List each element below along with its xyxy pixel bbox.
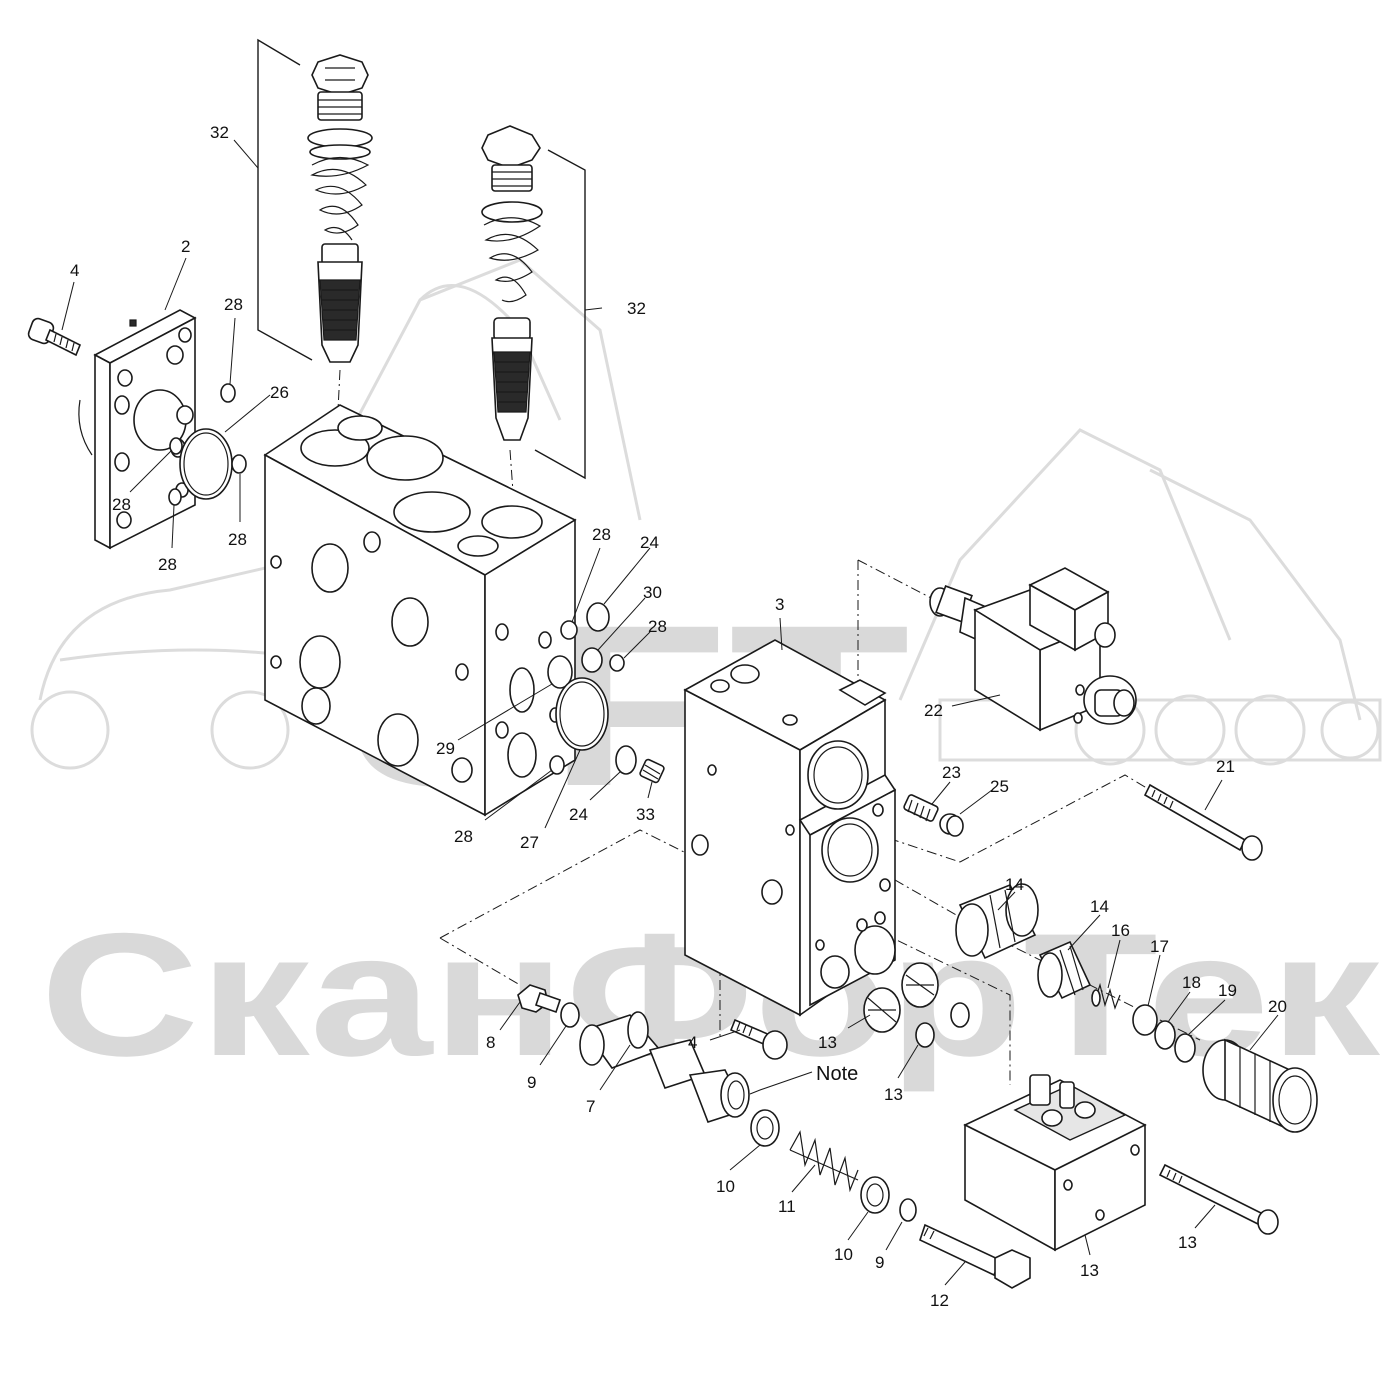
callout-13-a: 13 — [818, 1033, 837, 1052]
part-21-long-bolt — [1143, 783, 1263, 861]
part-4-bolt-upper — [27, 317, 82, 357]
seal-28-b — [231, 454, 247, 474]
bracket-32-right — [534, 149, 586, 480]
callout-28-e: 28 — [592, 525, 611, 544]
callout-4-lower: 4 — [688, 1033, 697, 1052]
callout-28-g: 28 — [454, 827, 473, 846]
part-7-cartridge — [579, 1011, 750, 1123]
seal-28-a — [220, 383, 236, 403]
callout-9-b: 9 — [875, 1253, 884, 1272]
part-18-seal — [1154, 1020, 1176, 1050]
callout-28-c: 28 — [158, 555, 177, 574]
callout-14-a: 14 — [1005, 875, 1024, 894]
dash-line-21 — [959, 774, 1151, 863]
callout-24-a: 24 — [640, 533, 659, 552]
callout-27: 27 — [520, 833, 539, 852]
callout-7: 7 — [586, 1097, 595, 1116]
callout-28-a: 28 — [224, 295, 243, 314]
callout-23: 23 — [942, 763, 961, 782]
callout-32-left: 32 — [210, 123, 229, 142]
part-13-plug-a — [863, 962, 970, 1048]
seal-30 — [581, 647, 603, 673]
part-10-spring-seat-b — [860, 1176, 890, 1214]
part-3-section-body — [683, 639, 897, 1017]
callout-2: 2 — [181, 237, 190, 256]
part-13-connector-box — [963, 1074, 1147, 1252]
callout-17: 17 — [1150, 937, 1169, 956]
main-valve-block — [263, 404, 577, 817]
callout-13-d: 13 — [1178, 1233, 1197, 1252]
oring-26 — [179, 428, 233, 500]
callout-10-a: 10 — [716, 1177, 735, 1196]
callout-26: 26 — [270, 383, 289, 402]
callout-25: 25 — [990, 777, 1009, 796]
callout-labels: 32 32 4 2 28 26 28 28 28 28 24 30 28 29 … — [70, 123, 1287, 1310]
seal-24-a — [586, 602, 610, 632]
part-9-seal-a — [560, 1002, 580, 1028]
callout-18: 18 — [1182, 973, 1201, 992]
callout-33: 33 — [636, 805, 655, 824]
bracket-32-left — [257, 38, 313, 361]
part-2-end-plate — [78, 309, 197, 550]
part-33-plug — [639, 758, 665, 784]
callout-16: 16 — [1111, 921, 1130, 940]
note-label: Note — [816, 1063, 858, 1085]
callout-9-a: 9 — [527, 1073, 536, 1092]
part-16-spring — [1091, 982, 1121, 1010]
callout-11: 11 — [778, 1197, 796, 1216]
part-19-seal — [1174, 1033, 1196, 1063]
callout-4-upper: 4 — [70, 261, 79, 280]
seal-29 — [547, 655, 573, 689]
callout-29: 29 — [436, 739, 455, 758]
callout-28-d: 28 — [228, 530, 247, 549]
part-9-seal-b — [899, 1198, 917, 1222]
part-20-pressure-valve — [1202, 1038, 1318, 1133]
callout-22: 22 — [924, 701, 943, 720]
callout-13-c: 13 — [1080, 1261, 1099, 1280]
callout-19: 19 — [1218, 981, 1237, 1000]
callout-28-f: 28 — [648, 617, 667, 636]
part-17-washer — [1132, 1004, 1158, 1036]
watermark: SFT СканФорТек — [30, 258, 1382, 1093]
callout-13-b: 13 — [884, 1085, 903, 1104]
callout-3: 3 — [775, 595, 784, 614]
part-32-left-assembly — [307, 54, 373, 363]
callout-30: 30 — [643, 583, 662, 602]
part-22-solenoid — [929, 567, 1137, 732]
part-12-bolt — [919, 1223, 1031, 1289]
part-11-spring — [789, 1130, 859, 1193]
callout-20: 20 — [1268, 997, 1287, 1016]
leader-lines — [61, 139, 1279, 1286]
part-4-bolt-lower — [729, 1018, 788, 1060]
oring-27 — [555, 677, 609, 751]
seal-24-b — [615, 745, 637, 775]
part-10-spring-seat-a — [750, 1109, 780, 1147]
part-23-screw — [903, 794, 939, 822]
callout-28-b: 28 — [112, 495, 131, 514]
seals-group — [168, 383, 665, 784]
callout-21: 21 — [1216, 757, 1235, 776]
callout-12: 12 — [930, 1291, 949, 1310]
part-13-long-bolt — [1158, 1163, 1279, 1235]
part-14-cartridge — [955, 883, 1092, 1000]
part-25-nut — [939, 813, 964, 837]
callout-14-b: 14 — [1090, 897, 1109, 916]
part-8-plug — [517, 984, 562, 1014]
callout-10-b: 10 — [834, 1245, 853, 1264]
part-32-right-assembly — [481, 125, 543, 441]
callout-24-b: 24 — [569, 805, 588, 824]
callout-8: 8 — [486, 1033, 495, 1052]
callout-32-right: 32 — [627, 299, 646, 318]
